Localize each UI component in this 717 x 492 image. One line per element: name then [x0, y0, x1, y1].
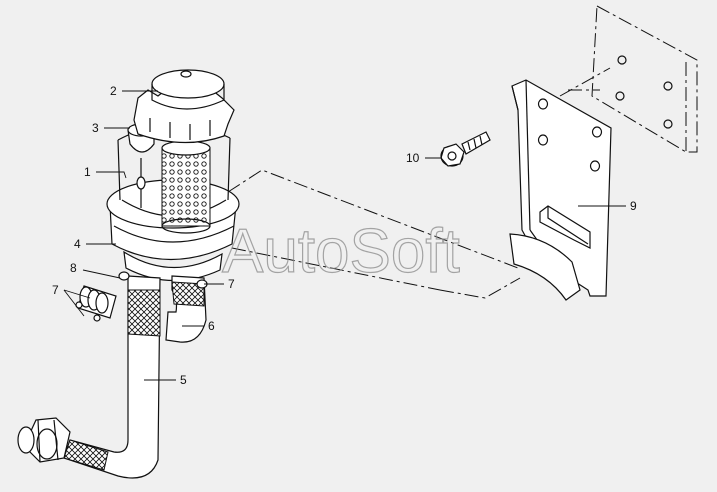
callout-7-left: 7 [52, 283, 59, 297]
bolt-with-washer [440, 131, 491, 167]
callout-10: 10 [406, 151, 420, 165]
leader-lines [63, 90, 626, 381]
mounting-bracket [509, 79, 612, 301]
filter-cap [133, 69, 235, 144]
frame-mounting-plate [591, 5, 698, 153]
callout-2: 2 [110, 84, 117, 98]
callout-6: 6 [208, 319, 215, 333]
assembly-projection-lines [227, 67, 611, 299]
callout-9: 9 [630, 199, 637, 213]
callout-7-right: 7 [228, 277, 235, 291]
fuel-hose-long [17, 275, 161, 479]
callout-1: 1 [84, 165, 91, 179]
filter-assembly [106, 123, 240, 282]
watermark-text: AutoSoft [222, 217, 460, 286]
callout-3: 3 [92, 121, 99, 135]
callout-4: 4 [74, 237, 81, 251]
callout-5: 5 [180, 373, 187, 387]
callout-8: 8 [70, 261, 77, 275]
